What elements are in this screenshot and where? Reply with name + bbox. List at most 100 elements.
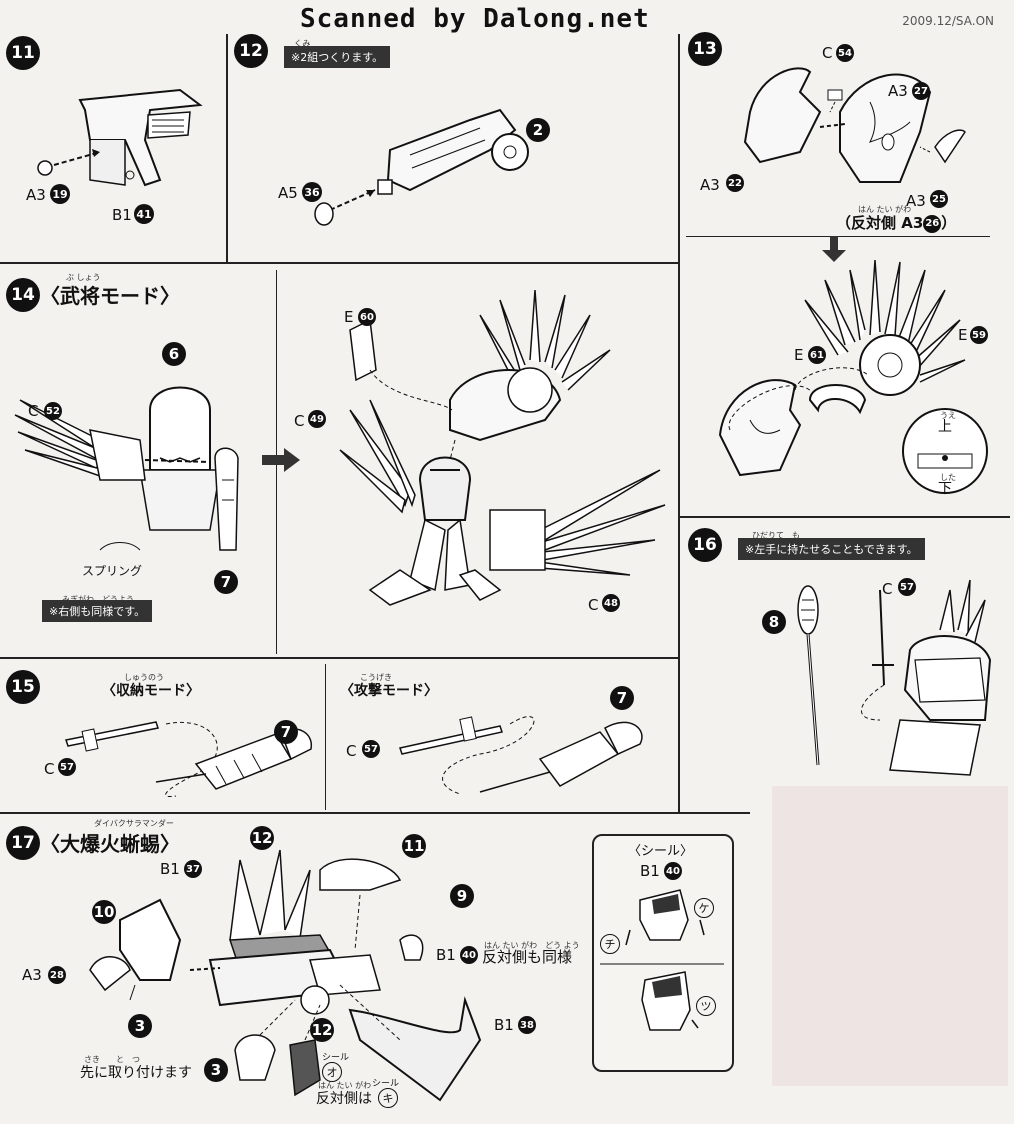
step-13-opposite-ruby: はん たい がわ: [858, 205, 912, 214]
divider-top-left: [0, 262, 680, 264]
step-13-bottom-ruby: した: [940, 473, 956, 482]
document-code: 2009.12/SA.ON: [902, 14, 994, 28]
step-17-sticker-ki: キ: [378, 1088, 398, 1108]
step-17-assembly-10: 10: [92, 900, 116, 924]
step-14-right-arrow: [262, 448, 300, 472]
sticker-box-drawing: [600, 889, 724, 1031]
step-14-part-c49-label: C: [294, 412, 305, 430]
step-12-part-a5-label: A5: [278, 184, 298, 202]
step-17-sticker-word: シール: [322, 1053, 350, 1063]
step-13-part-e61-number: 61: [808, 346, 826, 364]
divider-11-12: [226, 34, 228, 262]
step-13-part-a25-number: 25: [930, 190, 948, 208]
step-17-assembly-3-bottom: 3: [204, 1058, 228, 1082]
step-17-part-b40-label: B1: [436, 946, 456, 964]
step-14-part-e60-number: 60: [358, 308, 376, 326]
step-17-assembly-12-bottom: 12: [310, 1018, 334, 1042]
step-12-note-ruby: くみ: [294, 39, 311, 48]
step-11-part-b1-number: 41: [134, 204, 154, 224]
step-12-badge: 12: [234, 34, 268, 68]
step-12-part-a5-number: 36: [302, 182, 322, 202]
step-17-salamander-drawing: [89, 849, 482, 1102]
step-14-badge: 14: [6, 278, 40, 312]
step-11-badge: 11: [6, 36, 40, 70]
step-12-assembly-2: 2: [526, 118, 550, 142]
step-15-part-c57b-label: C: [346, 742, 357, 760]
step-12-part-drawing: [314, 108, 529, 226]
step-14-arm-drawing: [14, 386, 239, 551]
step-15-part-c57b-number: 57: [362, 740, 380, 758]
step-13-opposite-number: 26: [923, 214, 942, 233]
step-14-part-c49-number: 49: [308, 410, 326, 428]
bleed-through-block: [772, 786, 1008, 1086]
divider-13-16: [680, 516, 1010, 518]
step-13-head-drawing: [743, 67, 966, 183]
step-17-same-opposite-ruby: はん たい がわ どう よう: [484, 941, 580, 950]
step-14-title: 〈武将モード〉: [40, 284, 180, 308]
step-13-part-a27-number: 27: [912, 82, 930, 100]
step-15-mode1-ruby: しゅうのう: [124, 673, 164, 682]
sticker-box-title: 〈シール〉: [628, 844, 694, 859]
step-17-sticker-word-2: シール: [372, 1079, 400, 1089]
step-13-part-a22-number: 22: [726, 174, 744, 192]
step-13-part-e59-label: E: [958, 326, 968, 344]
step-11-part-drawing: [37, 88, 203, 187]
sticker-guide-box: [592, 834, 734, 1072]
step-17-assembly-11: 11: [402, 834, 426, 858]
scan-credit: Scanned by Dalong.net: [300, 4, 650, 34]
step-16-assembly-8: 8: [762, 610, 786, 634]
step-13-part-a25-label: A3: [906, 192, 926, 210]
step-15-attack-drawing: [399, 716, 643, 795]
step-17-part-a28-number: 28: [48, 966, 66, 984]
step-14-assembly-6: 6: [162, 342, 186, 366]
sticker-box-part-label: B1: [640, 862, 660, 880]
step-15-part-c57a-number: 57: [58, 758, 76, 776]
step-15-part-c57a-label: C: [44, 760, 55, 778]
step-13-part-e61-label: E: [794, 346, 804, 364]
step-17-attach-front: 先に取り付けます: [80, 1065, 192, 1081]
divider-15-17: [0, 812, 750, 814]
step-17-sticker-o: オ: [322, 1062, 342, 1082]
step-16-note-ruby: ひだりて も: [752, 531, 800, 540]
step-14-part-c52-label: C: [28, 402, 39, 420]
step-14-part-c52-number: 52: [44, 402, 62, 420]
sticker-chi-symbol: チ: [600, 934, 620, 954]
step-15-storage-drawing: [65, 721, 312, 798]
step-17-part-b38-label: B1: [494, 1016, 514, 1034]
sticker-tsu-symbol: ツ: [696, 996, 716, 1016]
step-16-badge: 16: [688, 528, 722, 562]
step-17-same-opposite: 反対側も同様: [482, 948, 573, 966]
step-13-crest-drawing: [718, 259, 966, 477]
step-17-title-ruby: ダイバクサラマンダー: [94, 819, 174, 828]
step-11-part-a3-number: 19: [50, 184, 70, 204]
sticker-ki-symbol: キ: [378, 1088, 398, 1108]
step-17-assembly-9: 9: [450, 884, 474, 908]
step-14-title-ruby: ぶ しょう: [66, 273, 101, 282]
step-13-badge: 13: [688, 32, 722, 66]
step-17-part-b40-number: 40: [460, 946, 478, 964]
step-16-part-c57-number: 57: [898, 578, 916, 596]
step-15-mode1-title: 〈収納モード〉: [102, 683, 200, 699]
step-17-part-a28-label: A3: [22, 966, 42, 984]
sticker-box-chi: チ: [600, 934, 620, 954]
step-16-note: ※左手に持たせることもできます。: [738, 538, 925, 560]
step-14-part-c48-number: 48: [602, 594, 620, 612]
step-15-mode2-title: 〈攻撃モード〉: [340, 683, 438, 699]
step-17-assembly-12-top: 12: [250, 826, 274, 850]
step-13-top-label: 上: [938, 419, 952, 435]
divider-14-15: [0, 657, 680, 659]
step-13-orientation-magnifier: [902, 408, 988, 494]
divider-15-modes: [325, 664, 326, 810]
step-16-staff-drawing: [797, 579, 992, 776]
step-12-note: ※2組つくります。: [284, 46, 391, 68]
sticker-box-part-number: 40: [664, 862, 682, 880]
step-14-note: ※右側も同様です。: [42, 600, 153, 622]
step-17-opposite-ha: 反対側は: [316, 1091, 372, 1107]
step-17-part-b38-number: 38: [518, 1016, 536, 1034]
step-11-part-b1-label: B1: [112, 206, 132, 224]
step-15-assembly-7a: 7: [274, 720, 298, 744]
step-15-badge: 15: [6, 670, 40, 704]
step-13-down-arrow: [822, 236, 846, 262]
step-15-assembly-7b: 7: [610, 686, 634, 710]
